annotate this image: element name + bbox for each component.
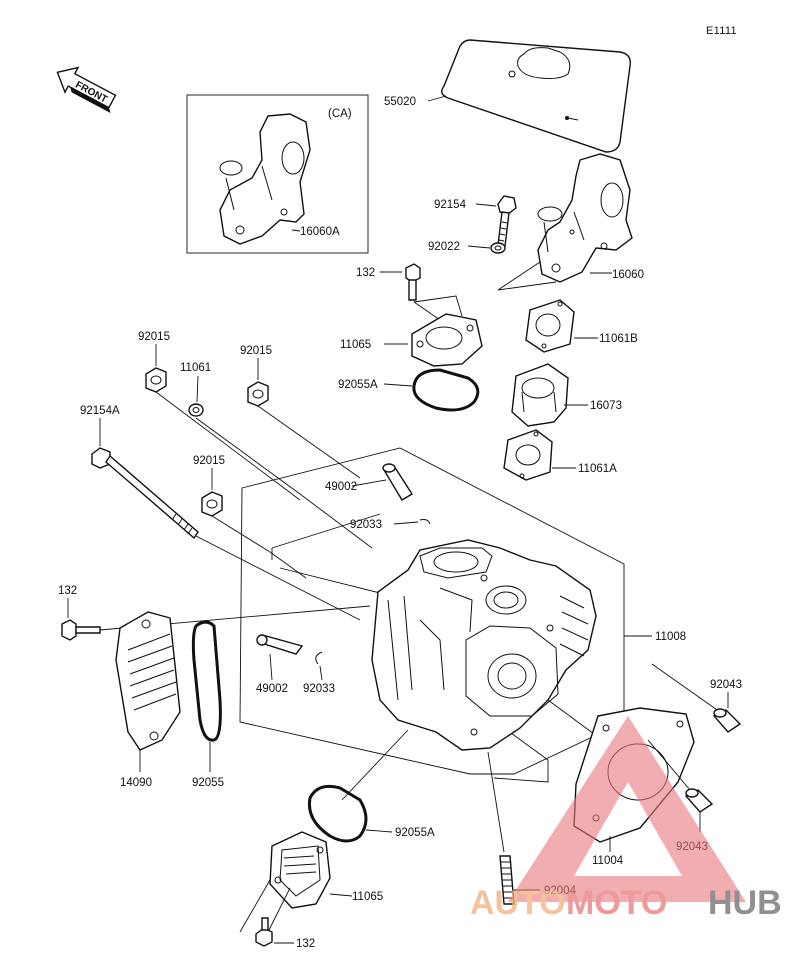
- callout-16060A: 16060A: [300, 226, 340, 238]
- callout-92015-c: 92015: [193, 455, 225, 467]
- water-cap-11065-bottom: [269, 831, 331, 909]
- callout-11061B: 11061B: [599, 333, 638, 345]
- callout-11065-bottom: 11065: [352, 891, 383, 903]
- clip-92033-top: [419, 519, 431, 525]
- clip-92033-mid: [315, 651, 323, 665]
- callout-92022: 92022: [428, 241, 460, 253]
- watermark-logo: AUTO MOTO HUB: [470, 716, 782, 922]
- callout-132-top: 132: [356, 267, 375, 279]
- washer-92022: [490, 242, 506, 254]
- callout-132-left: 132: [58, 585, 77, 597]
- callout-92033-mid: 92033: [303, 683, 335, 695]
- callout-132-bottom: 132: [296, 938, 315, 950]
- valve-guide-49002-top: [382, 463, 413, 501]
- dowel-92043-right: [712, 708, 742, 733]
- o-ring-92055A-top: [412, 368, 480, 412]
- front-arrow-icon: FRONT: [56, 66, 117, 114]
- callout-92043-right: 92043: [710, 679, 742, 691]
- cylinder-head-11008: [371, 539, 597, 751]
- callout-92154A: 92154A: [80, 405, 120, 417]
- manifold-16060A: [219, 113, 311, 245]
- callout-11065-top: 11065: [340, 339, 371, 351]
- callout-49002-top: 49002: [325, 481, 357, 493]
- water-cap-11065-top: [411, 313, 483, 367]
- callout-11061A: 11061A: [578, 463, 617, 475]
- variant-box-label: (CA): [328, 108, 352, 120]
- insulator-55020: [441, 39, 631, 153]
- spacer-16073: [511, 363, 569, 427]
- gasket-11061B: [525, 299, 575, 353]
- gasket-11061A: [503, 429, 553, 481]
- callout-92015-a: 92015: [138, 331, 170, 343]
- washer-11061: [188, 403, 204, 417]
- watermark-hub: HUB: [708, 884, 782, 922]
- side-cover-14090: [115, 611, 181, 751]
- callout-16060: 16060: [612, 269, 644, 281]
- o-ring-92055A-bottom: [307, 784, 368, 843]
- valve-guide-49002-mid: [256, 634, 304, 655]
- callout-49002-mid: 49002: [256, 683, 288, 695]
- nut-92015-c: [201, 491, 223, 517]
- callout-55020: 55020: [384, 96, 416, 108]
- callout-92055A-bottom: 92055A: [395, 827, 435, 839]
- callout-92015-b: 92015: [240, 345, 272, 357]
- callout-92154: 92154: [434, 199, 467, 211]
- bolt-132-left: [61, 619, 101, 641]
- nut-92015-b: [247, 381, 269, 407]
- bolt-92154: [497, 195, 517, 247]
- callout-92033-top: 92033: [350, 519, 382, 531]
- bolt-132-top: [405, 263, 421, 301]
- nut-92015-a: [145, 367, 167, 393]
- callout-11061: 11061: [180, 362, 211, 374]
- callout-92055A-top: 92055A: [338, 379, 378, 391]
- bolt-132-bottom: [255, 917, 273, 947]
- callout-11008: 11008: [655, 631, 686, 643]
- stud-92154A: [91, 447, 199, 540]
- gasket-92055: [191, 620, 222, 742]
- watermark-auto: AUTO: [470, 884, 566, 922]
- diagram-code: E1111: [706, 25, 737, 37]
- callout-14090: 14090: [120, 777, 152, 789]
- variant-box: [186, 94, 369, 254]
- manifold-16060: [537, 153, 633, 283]
- stud-92004: [499, 855, 515, 905]
- watermark-moto: MOTO: [566, 884, 667, 922]
- callout-11004: 11004: [592, 855, 624, 867]
- callout-16073: 16073: [590, 400, 622, 412]
- dowel-92043-bottom: [684, 788, 714, 813]
- callout-92055: 92055: [192, 777, 224, 789]
